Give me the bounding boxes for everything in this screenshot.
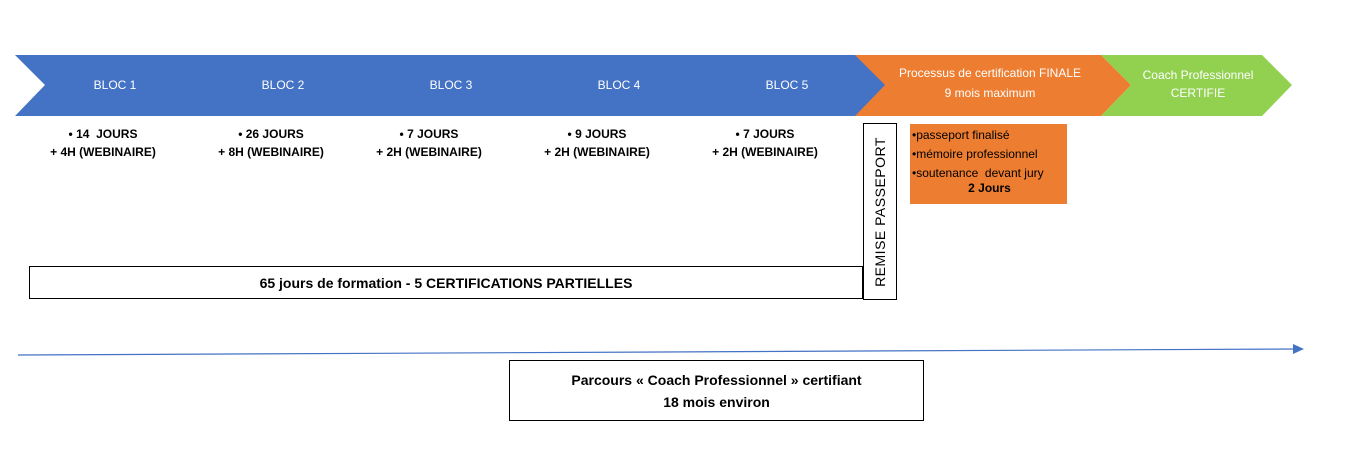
bloc-5-days: • 7 JOURS <box>735 127 795 141</box>
bloc-5-webinar: + 2H (WEBINAIRE) <box>712 145 818 159</box>
bloc-2-chevron <box>183 55 383 116</box>
bloc-4-days: • 9 JOURS <box>567 127 627 141</box>
parcours-title: Parcours « Coach Professionnel » certifi… <box>571 371 862 388</box>
parcours-box: Parcours « Coach Professionnel » certifi… <box>509 360 924 421</box>
formation-summary-text: 65 jours de formation - 5 CERTIFICATIONS… <box>259 274 633 291</box>
bloc-2-detail: • 26 JOURS + 8H (WEBINAIRE) <box>196 125 346 161</box>
process-chevrons <box>15 55 1292 116</box>
remise-passeport-text: REMISE PASSEPORT <box>872 136 888 287</box>
bloc-4-detail: • 9 JOURS + 2H (WEBINAIRE) <box>522 125 672 161</box>
bloc-1-days: • 14 JOURS <box>68 127 138 141</box>
bloc-1-detail: • 14 JOURS + 4H (WEBINAIRE) <box>28 125 178 161</box>
formation-summary-box: 65 jours de formation - 5 CERTIFICATIONS… <box>29 266 863 299</box>
bloc-5-chevron <box>687 55 887 116</box>
coach-chevron <box>1101 55 1292 116</box>
remise-passeport-box: REMISE PASSEPORT <box>863 123 897 300</box>
bloc-4-webinar: + 2H (WEBINAIRE) <box>544 145 650 159</box>
coach-title: Coach Professionnel <box>1142 68 1254 82</box>
bloc-3-chevron <box>351 55 551 116</box>
bloc-3-webinar: + 2H (WEBINAIRE) <box>376 145 482 159</box>
coach-label: Coach Professionnel CERTIFIE <box>1118 66 1278 102</box>
final-item-soutenance: •soutenance devant jury <box>912 166 1044 180</box>
final-item-memoire: •mémoire professionnel <box>912 147 1038 161</box>
timeline-arrowhead <box>1293 344 1304 354</box>
certification-title: Processus de certification FINALE <box>898 66 1082 80</box>
parcours-duration: 18 mois environ <box>663 393 770 410</box>
certification-chevron <box>855 55 1131 116</box>
bloc-3-detail: • 7 JOURS + 2H (WEBINAIRE) <box>354 125 504 161</box>
bloc-3-label: BLOC 3 <box>429 78 473 92</box>
bloc-2-webinar: + 8H (WEBINAIRE) <box>218 145 324 159</box>
final-item-passeport: •passeport finalisé <box>912 128 1010 142</box>
bloc-1-label: BLOC 1 <box>93 78 137 92</box>
bloc-1-webinar: + 4H (WEBINAIRE) <box>50 145 156 159</box>
final-duration: 2 Jours <box>968 181 1011 195</box>
final-certification-box: •passeport finalisé •mémoire professionn… <box>910 124 1067 204</box>
timeline-arrow <box>17 344 1304 356</box>
certification-duration: 9 mois maximum <box>944 86 1036 100</box>
bloc-3-days: • 7 JOURS <box>399 127 459 141</box>
timeline-line <box>17 348 1295 356</box>
bloc-4-chevron <box>519 55 719 116</box>
bloc-1-chevron <box>15 55 215 116</box>
bloc-4-label: BLOC 4 <box>597 78 641 92</box>
coach-status: CERTIFIE <box>1170 86 1226 100</box>
bloc-5-detail: • 7 JOURS + 2H (WEBINAIRE) <box>690 125 840 161</box>
bloc-2-label: BLOC 2 <box>261 78 305 92</box>
bloc-2-days: • 26 JOURS <box>238 127 304 141</box>
bloc-5-label: BLOC 5 <box>765 78 809 92</box>
certification-label: Processus de certification FINALE 9 mois… <box>875 63 1105 103</box>
